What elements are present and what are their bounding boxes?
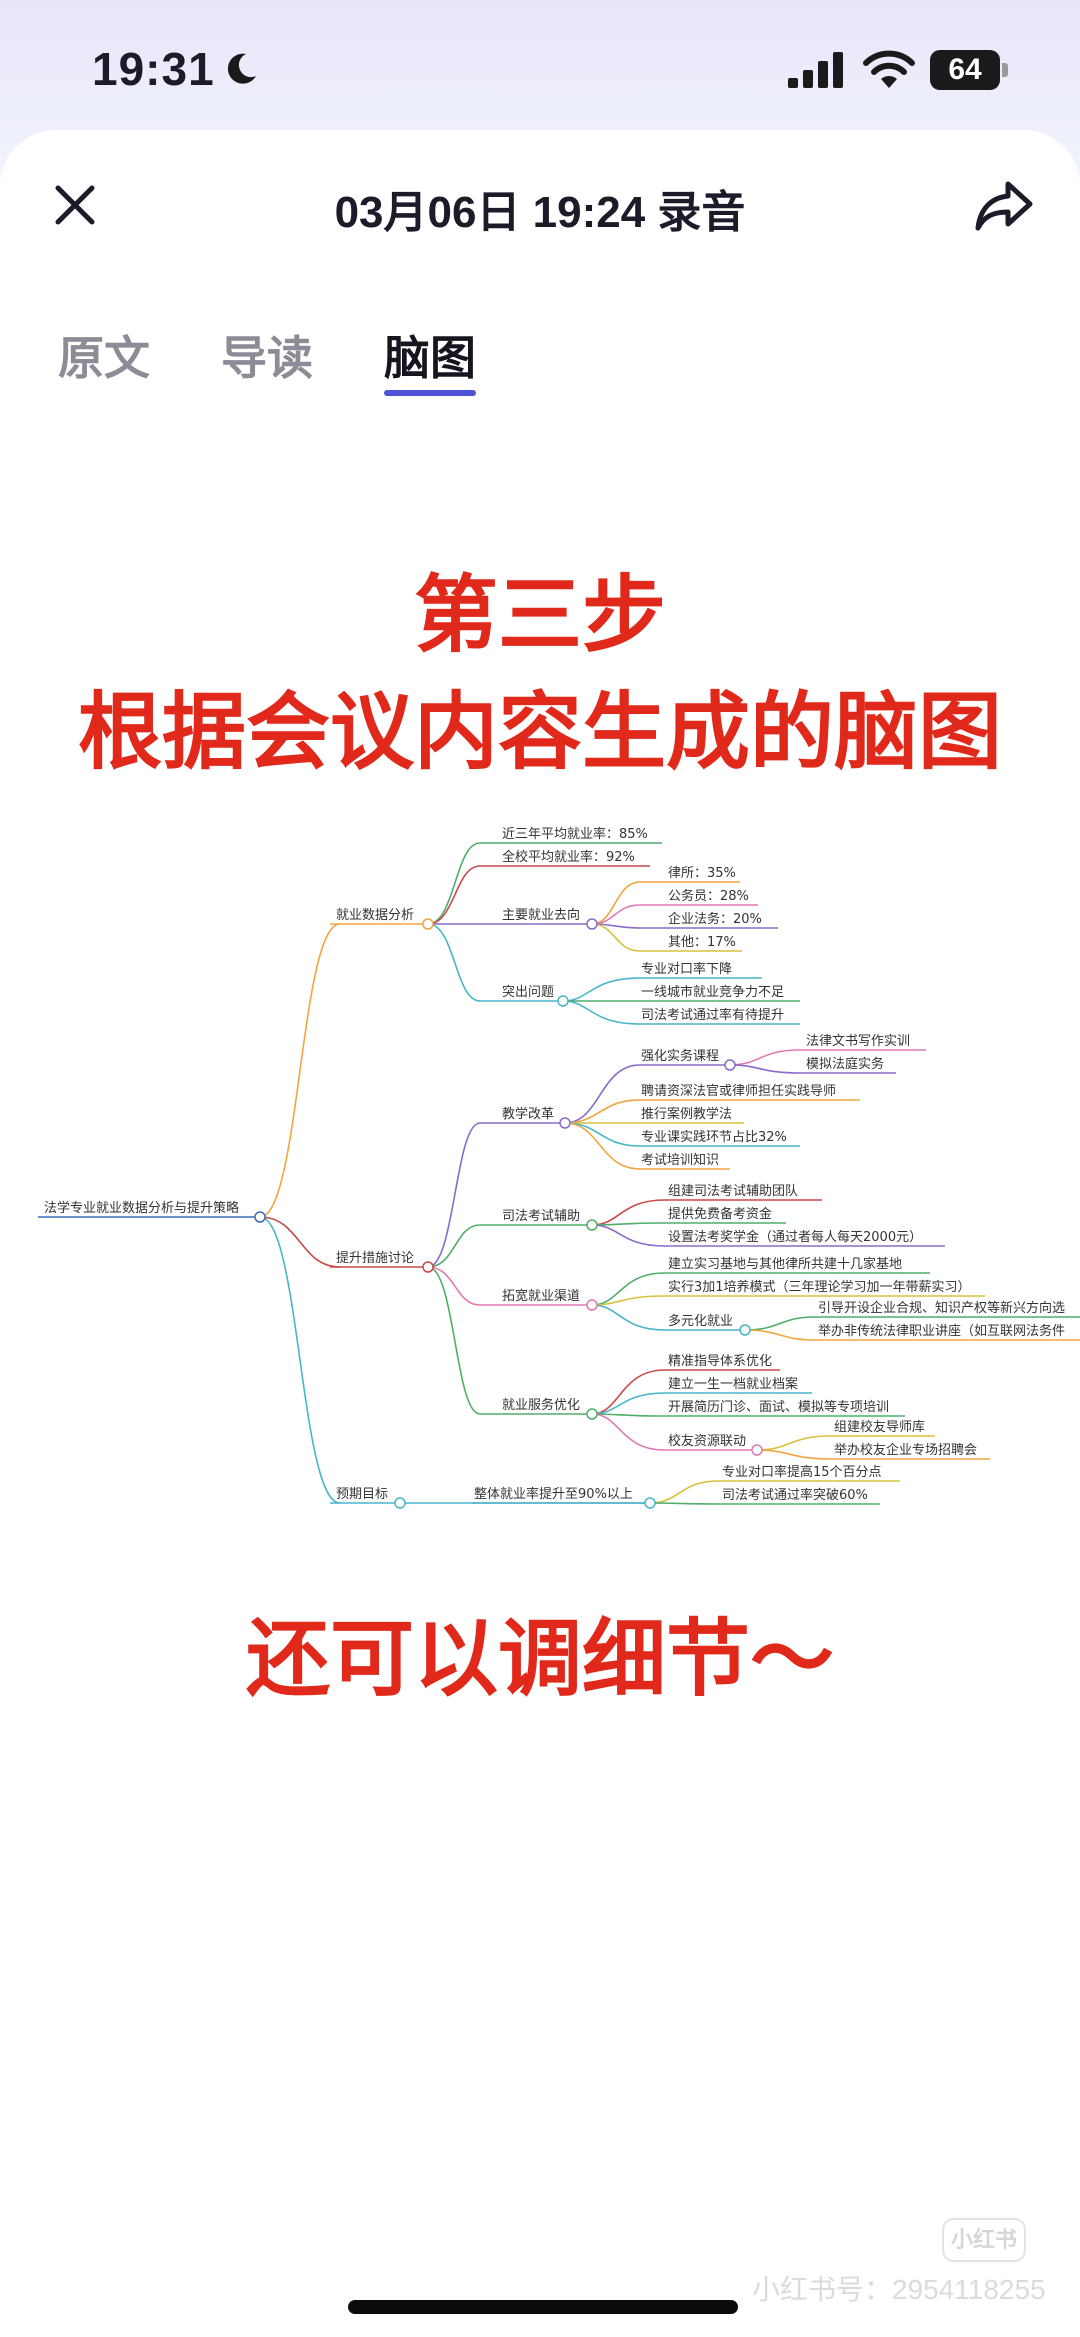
mm-node: 法律文书写作实训 bbox=[806, 1034, 910, 1049]
share-icon[interactable] bbox=[974, 178, 1034, 234]
mm-node: 多元化就业 bbox=[668, 1313, 733, 1329]
mm-node: 引导开设企业合规、知识产权等新兴方向选 bbox=[818, 1300, 1065, 1316]
mm-node: 实行3加1培养模式（三年理论学习加一年带薪实习） bbox=[668, 1279, 971, 1295]
mm-node: 模拟法庭实务 bbox=[806, 1056, 884, 1072]
headline-tip: 还可以调细节～ bbox=[245, 1612, 834, 1706]
mm-node: 精准指导体系优化 bbox=[668, 1354, 772, 1369]
mm-node: 强化实务课程 bbox=[641, 1048, 719, 1064]
page-title: 03月06日 19:24 录音 bbox=[334, 188, 746, 237]
close-icon[interactable] bbox=[52, 182, 98, 228]
mm-node: 专业对口率提高15个百分点 bbox=[722, 1464, 882, 1480]
mm-node: 聘请资深法官或律师担任实践导师 bbox=[641, 1083, 836, 1099]
mm-node: 校友资源联动 bbox=[668, 1433, 746, 1449]
signal-icon bbox=[788, 52, 843, 88]
mm-branch-measures: 提升措施讨论 bbox=[336, 1250, 414, 1266]
mm-node: 其他：17% bbox=[668, 935, 736, 950]
watermark-id: 小红书号：2954118255 bbox=[752, 2274, 1046, 2305]
tab-active-indicator bbox=[384, 390, 476, 396]
mind-map: 法学专业就业数据分析与提升策略 就业数据分析 提升措施讨论 预期目标 近三年平均… bbox=[38, 826, 1080, 1509]
status-time: 19:31 bbox=[92, 43, 215, 95]
tab-guide[interactable]: 导读 bbox=[221, 332, 313, 384]
home-indicator[interactable] bbox=[348, 2300, 738, 2314]
watermark-badge: 小红书 bbox=[942, 2218, 1026, 2262]
mm-branch-goals: 预期目标 bbox=[336, 1487, 388, 1502]
headline-description: 根据会议内容生成的脑图 bbox=[77, 685, 1002, 779]
mm-node: 建立一生一档就业档案 bbox=[668, 1377, 798, 1392]
mm-node: 一线城市就业竞争力不足 bbox=[641, 984, 784, 1000]
mm-node: 举办校友企业专场招聘会 bbox=[834, 1442, 977, 1458]
mm-node: 开展简历门诊、面试、模拟等专项培训 bbox=[668, 1399, 889, 1415]
mm-node: 举办非传统法律职业讲座（如互联网法务件 bbox=[818, 1323, 1065, 1339]
mm-node: 司法考试通过率有待提升 bbox=[641, 1007, 784, 1023]
mm-node: 提供免费备考资金 bbox=[668, 1206, 772, 1222]
mm-node: 专业对口率下降 bbox=[641, 961, 732, 977]
mm-node: 司法考试通过率突破60% bbox=[722, 1487, 868, 1503]
mm-node: 建立实习基地与其他律所共建十几家基地 bbox=[668, 1256, 902, 1272]
battery-icon: 64 bbox=[930, 50, 1010, 90]
mm-node: 设置法考奖学金（通过者每人每天2000元） bbox=[668, 1229, 922, 1245]
mm-node: 整体就业率提升至90%以上 bbox=[474, 1486, 633, 1502]
mm-node: 公务员：28% bbox=[668, 888, 749, 904]
mm-node: 全校平均就业率：92% bbox=[502, 849, 635, 865]
mm-node: 组建校友导师库 bbox=[834, 1419, 925, 1435]
headline-step: 第三步 bbox=[413, 568, 666, 662]
tab-mindmap[interactable]: 脑图 bbox=[384, 332, 476, 384]
mm-node: 考试培训知识 bbox=[641, 1152, 719, 1168]
tab-original[interactable]: 原文 bbox=[58, 332, 150, 384]
mm-node: 律所：35% bbox=[668, 866, 736, 881]
mm-node: 就业服务优化 bbox=[502, 1397, 580, 1413]
mm-node: 拓宽就业渠道 bbox=[502, 1288, 580, 1304]
status-bar: 19:31 64 bbox=[0, 0, 1080, 140]
mm-node: 主要就业去向 bbox=[502, 907, 580, 923]
wifi-icon bbox=[863, 50, 915, 88]
mm-node: 近三年平均就业率：85% bbox=[502, 826, 648, 842]
moon-icon bbox=[227, 53, 256, 84]
battery-level: 64 bbox=[948, 53, 982, 86]
content-card bbox=[0, 130, 1080, 2337]
mm-node: 组建司法考试辅助团队 bbox=[668, 1184, 798, 1199]
mm-node: 推行案例教学法 bbox=[641, 1106, 732, 1122]
mm-node: 突出问题 bbox=[502, 984, 554, 1000]
mm-node: 企业法务：20% bbox=[668, 911, 762, 927]
mm-branch-analysis: 就业数据分析 bbox=[336, 908, 414, 923]
mm-node: 教学改革 bbox=[502, 1106, 554, 1122]
mm-node: 专业课实践环节占比32% bbox=[641, 1130, 787, 1145]
mm-node: 司法考试辅助 bbox=[502, 1209, 580, 1224]
mm-root: 法学专业就业数据分析与提升策略 bbox=[44, 1200, 239, 1216]
